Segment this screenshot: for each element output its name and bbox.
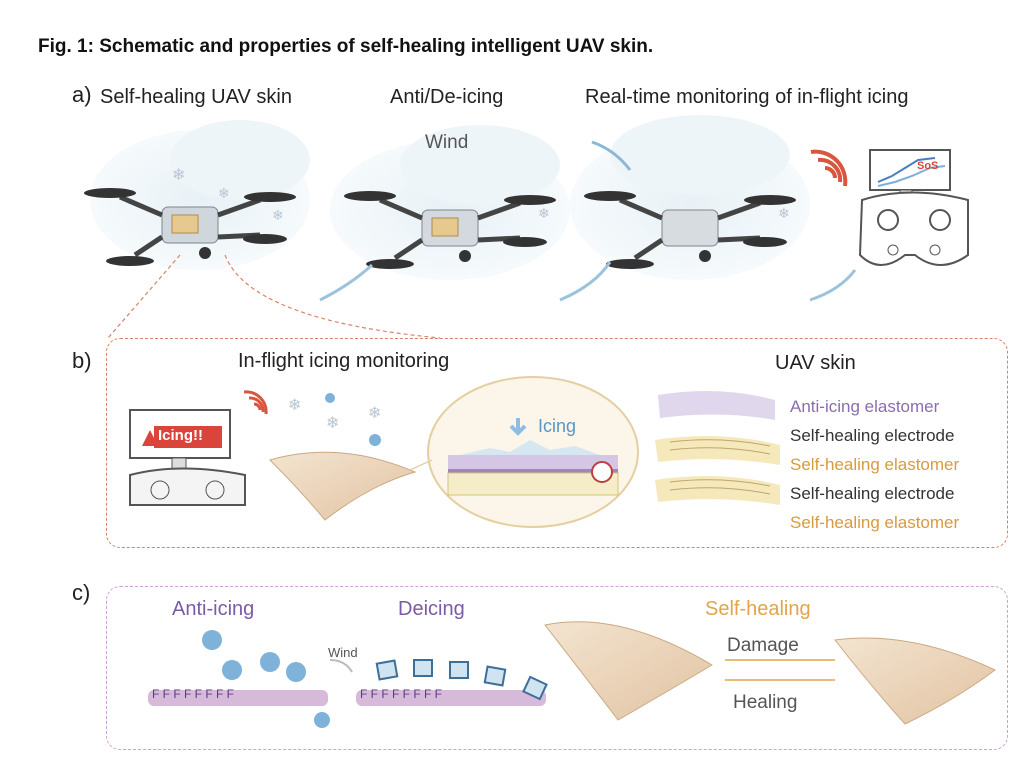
wind-label-c: Wind bbox=[328, 645, 358, 660]
drone-1 bbox=[84, 188, 296, 266]
snowflake-icon: ❄ bbox=[272, 207, 284, 223]
deicing-label: Deicing bbox=[398, 598, 465, 620]
layer-label-5: Self-healing elastomer bbox=[790, 513, 960, 532]
water-droplet-icon bbox=[369, 434, 381, 446]
sos-label: SoS bbox=[917, 160, 939, 172]
signal-icon bbox=[810, 149, 848, 187]
damaged-sheet bbox=[544, 621, 713, 721]
snowflake-icon: ❄ bbox=[326, 415, 339, 432]
panel-c-letter: c) bbox=[72, 580, 91, 605]
wind-label: Wind bbox=[425, 132, 469, 153]
layer-label-3: Self-healing elastomer bbox=[790, 455, 960, 474]
panel-b-frame bbox=[106, 338, 1008, 548]
flow-arrow-3 bbox=[809, 269, 857, 302]
signal-icon bbox=[243, 390, 268, 415]
zoom-connector bbox=[107, 254, 181, 339]
flow-arrow-1 bbox=[319, 263, 374, 302]
panel-c-frame bbox=[106, 586, 1008, 750]
panel-a-heading-1: Self-healing UAV skin bbox=[100, 86, 292, 108]
panel-b-heading-right: UAV skin bbox=[775, 352, 856, 374]
figure-title: Fig. 1: Schematic and properties of self… bbox=[38, 36, 654, 57]
panel-b-letter: b) bbox=[72, 348, 92, 373]
flow-arrow-2 bbox=[559, 261, 612, 302]
panel-b-heading-left: In-flight icing monitoring bbox=[238, 350, 450, 372]
self-healing-label: Self-healing bbox=[705, 598, 811, 620]
svg-text:F F F F F F F F: F F F F F F F F bbox=[152, 687, 234, 701]
wind-arrow bbox=[591, 140, 632, 171]
layer-stack bbox=[655, 391, 780, 505]
alert-label: Icing!! bbox=[158, 427, 203, 444]
zoom-connector-2 bbox=[224, 254, 441, 339]
layer-label-2: Self-healing electrode bbox=[790, 426, 955, 445]
panel-a-heading-2: Anti/De-icing bbox=[390, 86, 504, 108]
snowflake-icon: ❄ bbox=[288, 397, 301, 414]
healing-label: Healing bbox=[733, 692, 798, 713]
remote-controller bbox=[858, 149, 969, 266]
water-droplet-icon bbox=[325, 393, 335, 403]
drone-3 bbox=[584, 191, 796, 269]
layer-label-4: Self-healing electrode bbox=[790, 484, 955, 503]
healed-sheet bbox=[834, 637, 996, 725]
svg-text:F F F F F F F F: F F F F F F F F bbox=[360, 687, 442, 701]
anti-icing-label: Anti-icing bbox=[172, 598, 255, 620]
snowflake-icon: ❄ bbox=[538, 205, 550, 221]
snowflake-icon: ❄ bbox=[218, 185, 230, 201]
anti-icing-surface: F F F F F F F F bbox=[148, 630, 330, 728]
icing-label: Icing bbox=[538, 416, 577, 436]
damage-label: Damage bbox=[727, 635, 799, 656]
magnified-cross-section bbox=[427, 376, 639, 528]
snowflake-icon: ❄ bbox=[172, 167, 185, 184]
layer-legend: Anti-icing elastomer Self-healing electr… bbox=[790, 392, 959, 537]
deicing-surface: F F F F F F F F bbox=[329, 659, 548, 706]
panel-a-heading-3: Real-time monitoring of in-flight icing bbox=[585, 86, 909, 108]
snowflake-icon: ❄ bbox=[368, 405, 381, 422]
snowflake-icon: ❄ bbox=[778, 205, 790, 221]
zoom-line bbox=[409, 459, 433, 471]
layer-label-1: Anti-icing elastomer bbox=[790, 397, 940, 416]
drone-2 bbox=[344, 191, 556, 269]
alert-monitor bbox=[129, 409, 246, 506]
panel-a-letter: a) bbox=[72, 82, 92, 107]
skin-sheet bbox=[269, 451, 417, 521]
